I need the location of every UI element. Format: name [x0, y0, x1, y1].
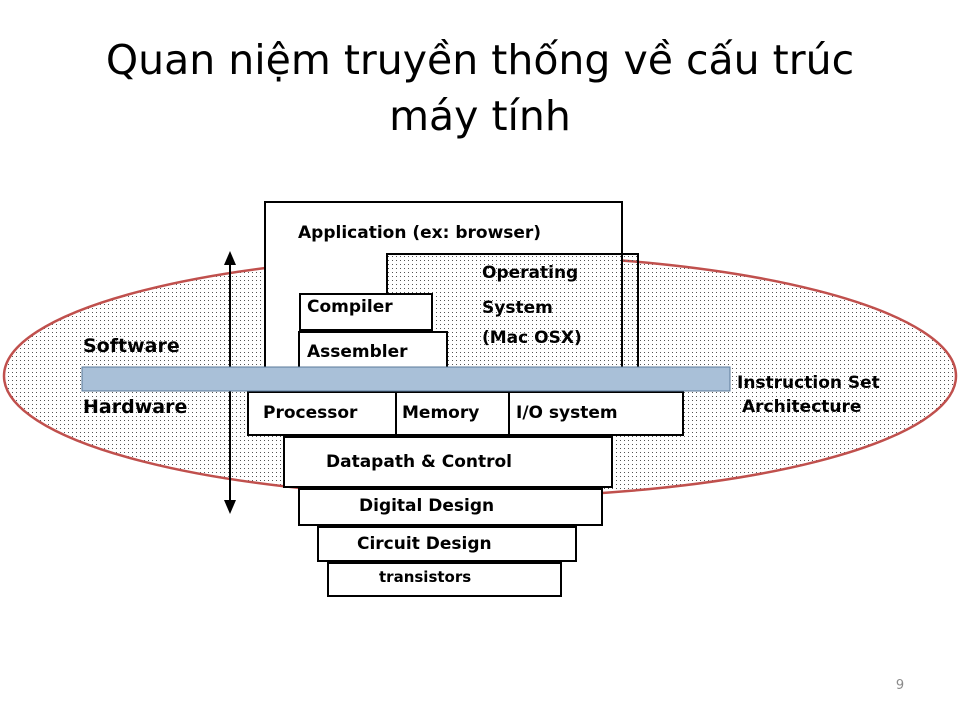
arrow-up-icon: [224, 251, 236, 265]
application-label: Application (ex: browser): [298, 223, 541, 243]
arrow-down-icon: [224, 500, 236, 514]
os-label-line-3: (Mac OSX): [482, 328, 582, 348]
software-label: Software: [83, 335, 180, 357]
assembler-box: [298, 331, 448, 371]
digital-design-label: Digital Design: [359, 496, 494, 516]
datapath-control-label: Datapath & Control: [326, 452, 512, 472]
compiler-label: Compiler: [307, 297, 393, 317]
hardware-label: Hardware: [83, 396, 187, 418]
processor-label: Processor: [263, 403, 358, 423]
slide-title-line-2: máy tính: [389, 92, 571, 140]
io-system-label: I/O system: [516, 403, 618, 423]
datapath-control-box: [283, 436, 613, 488]
os-label-line-1: Operating: [482, 263, 578, 283]
page-number: 9: [895, 678, 905, 693]
circuit-design-label: Circuit Design: [357, 534, 492, 554]
hardware-components-row: [247, 391, 684, 436]
circuit-design-box: [317, 526, 577, 562]
os-label-line-2: System: [482, 298, 553, 318]
isa-label-line-2: Architecture: [742, 397, 861, 417]
transistors-label: transistors: [379, 568, 471, 586]
instruction-set-architecture-bar: [81, 366, 731, 392]
digital-design-box: [298, 488, 603, 526]
slide-title: Quan niệm truyền thống về cấu trúc máy t…: [40, 32, 920, 144]
assembler-label: Assembler: [307, 342, 408, 362]
isa-label-line-1: Instruction Set: [737, 373, 880, 393]
compiler-box: [299, 293, 433, 331]
transistors-box: [327, 562, 562, 597]
slide-title-line-1: Quan niệm truyền thống về cấu trúc: [105, 36, 855, 84]
memory-label: Memory: [402, 403, 479, 423]
